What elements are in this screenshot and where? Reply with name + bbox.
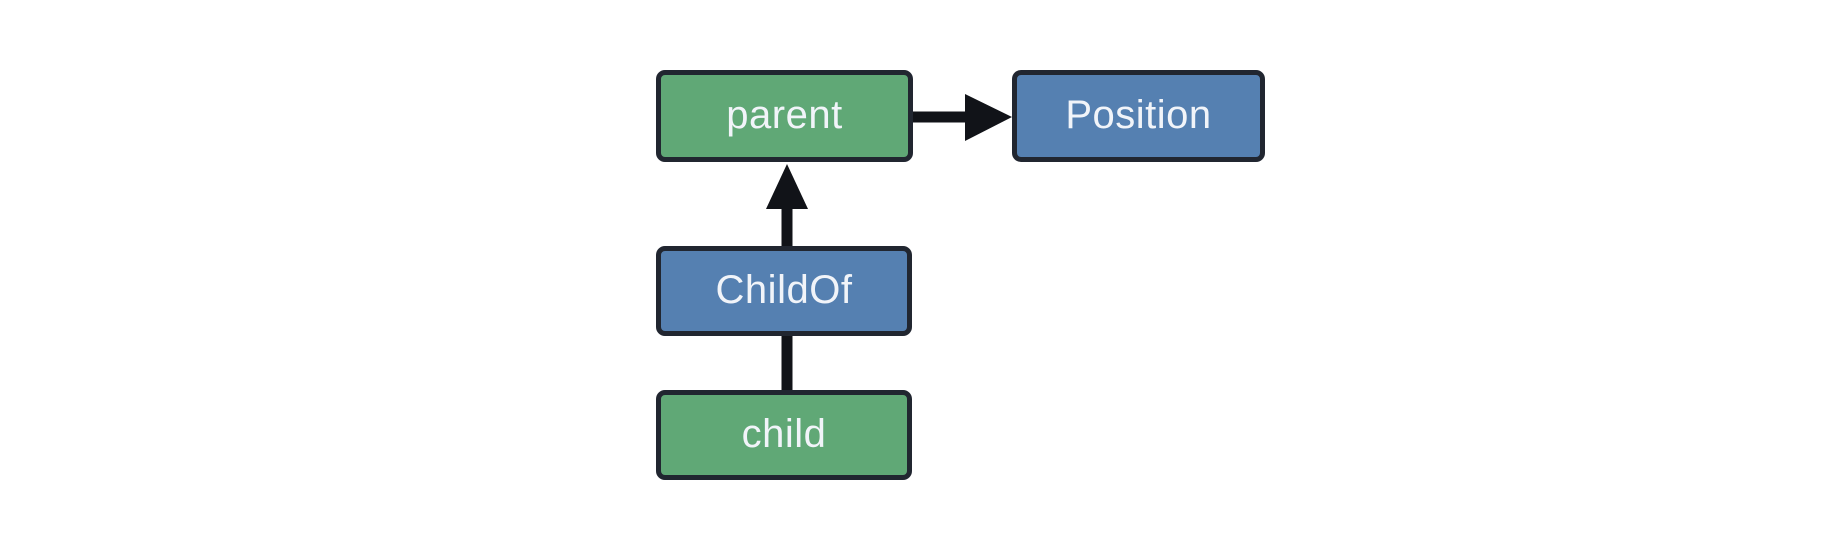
- node-position-label: Position: [1065, 93, 1212, 137]
- edge-childof-parent-arrowhead: [766, 164, 808, 209]
- node-position: Position: [1012, 70, 1265, 162]
- edge-parent-position-arrowhead: [965, 94, 1012, 141]
- node-childof-label: ChildOf: [715, 268, 853, 312]
- node-childof: ChildOf: [656, 246, 912, 336]
- node-child-label: child: [741, 412, 827, 456]
- node-parent: parent: [656, 70, 913, 162]
- node-child: child: [656, 390, 912, 480]
- node-parent-label: parent: [726, 93, 843, 137]
